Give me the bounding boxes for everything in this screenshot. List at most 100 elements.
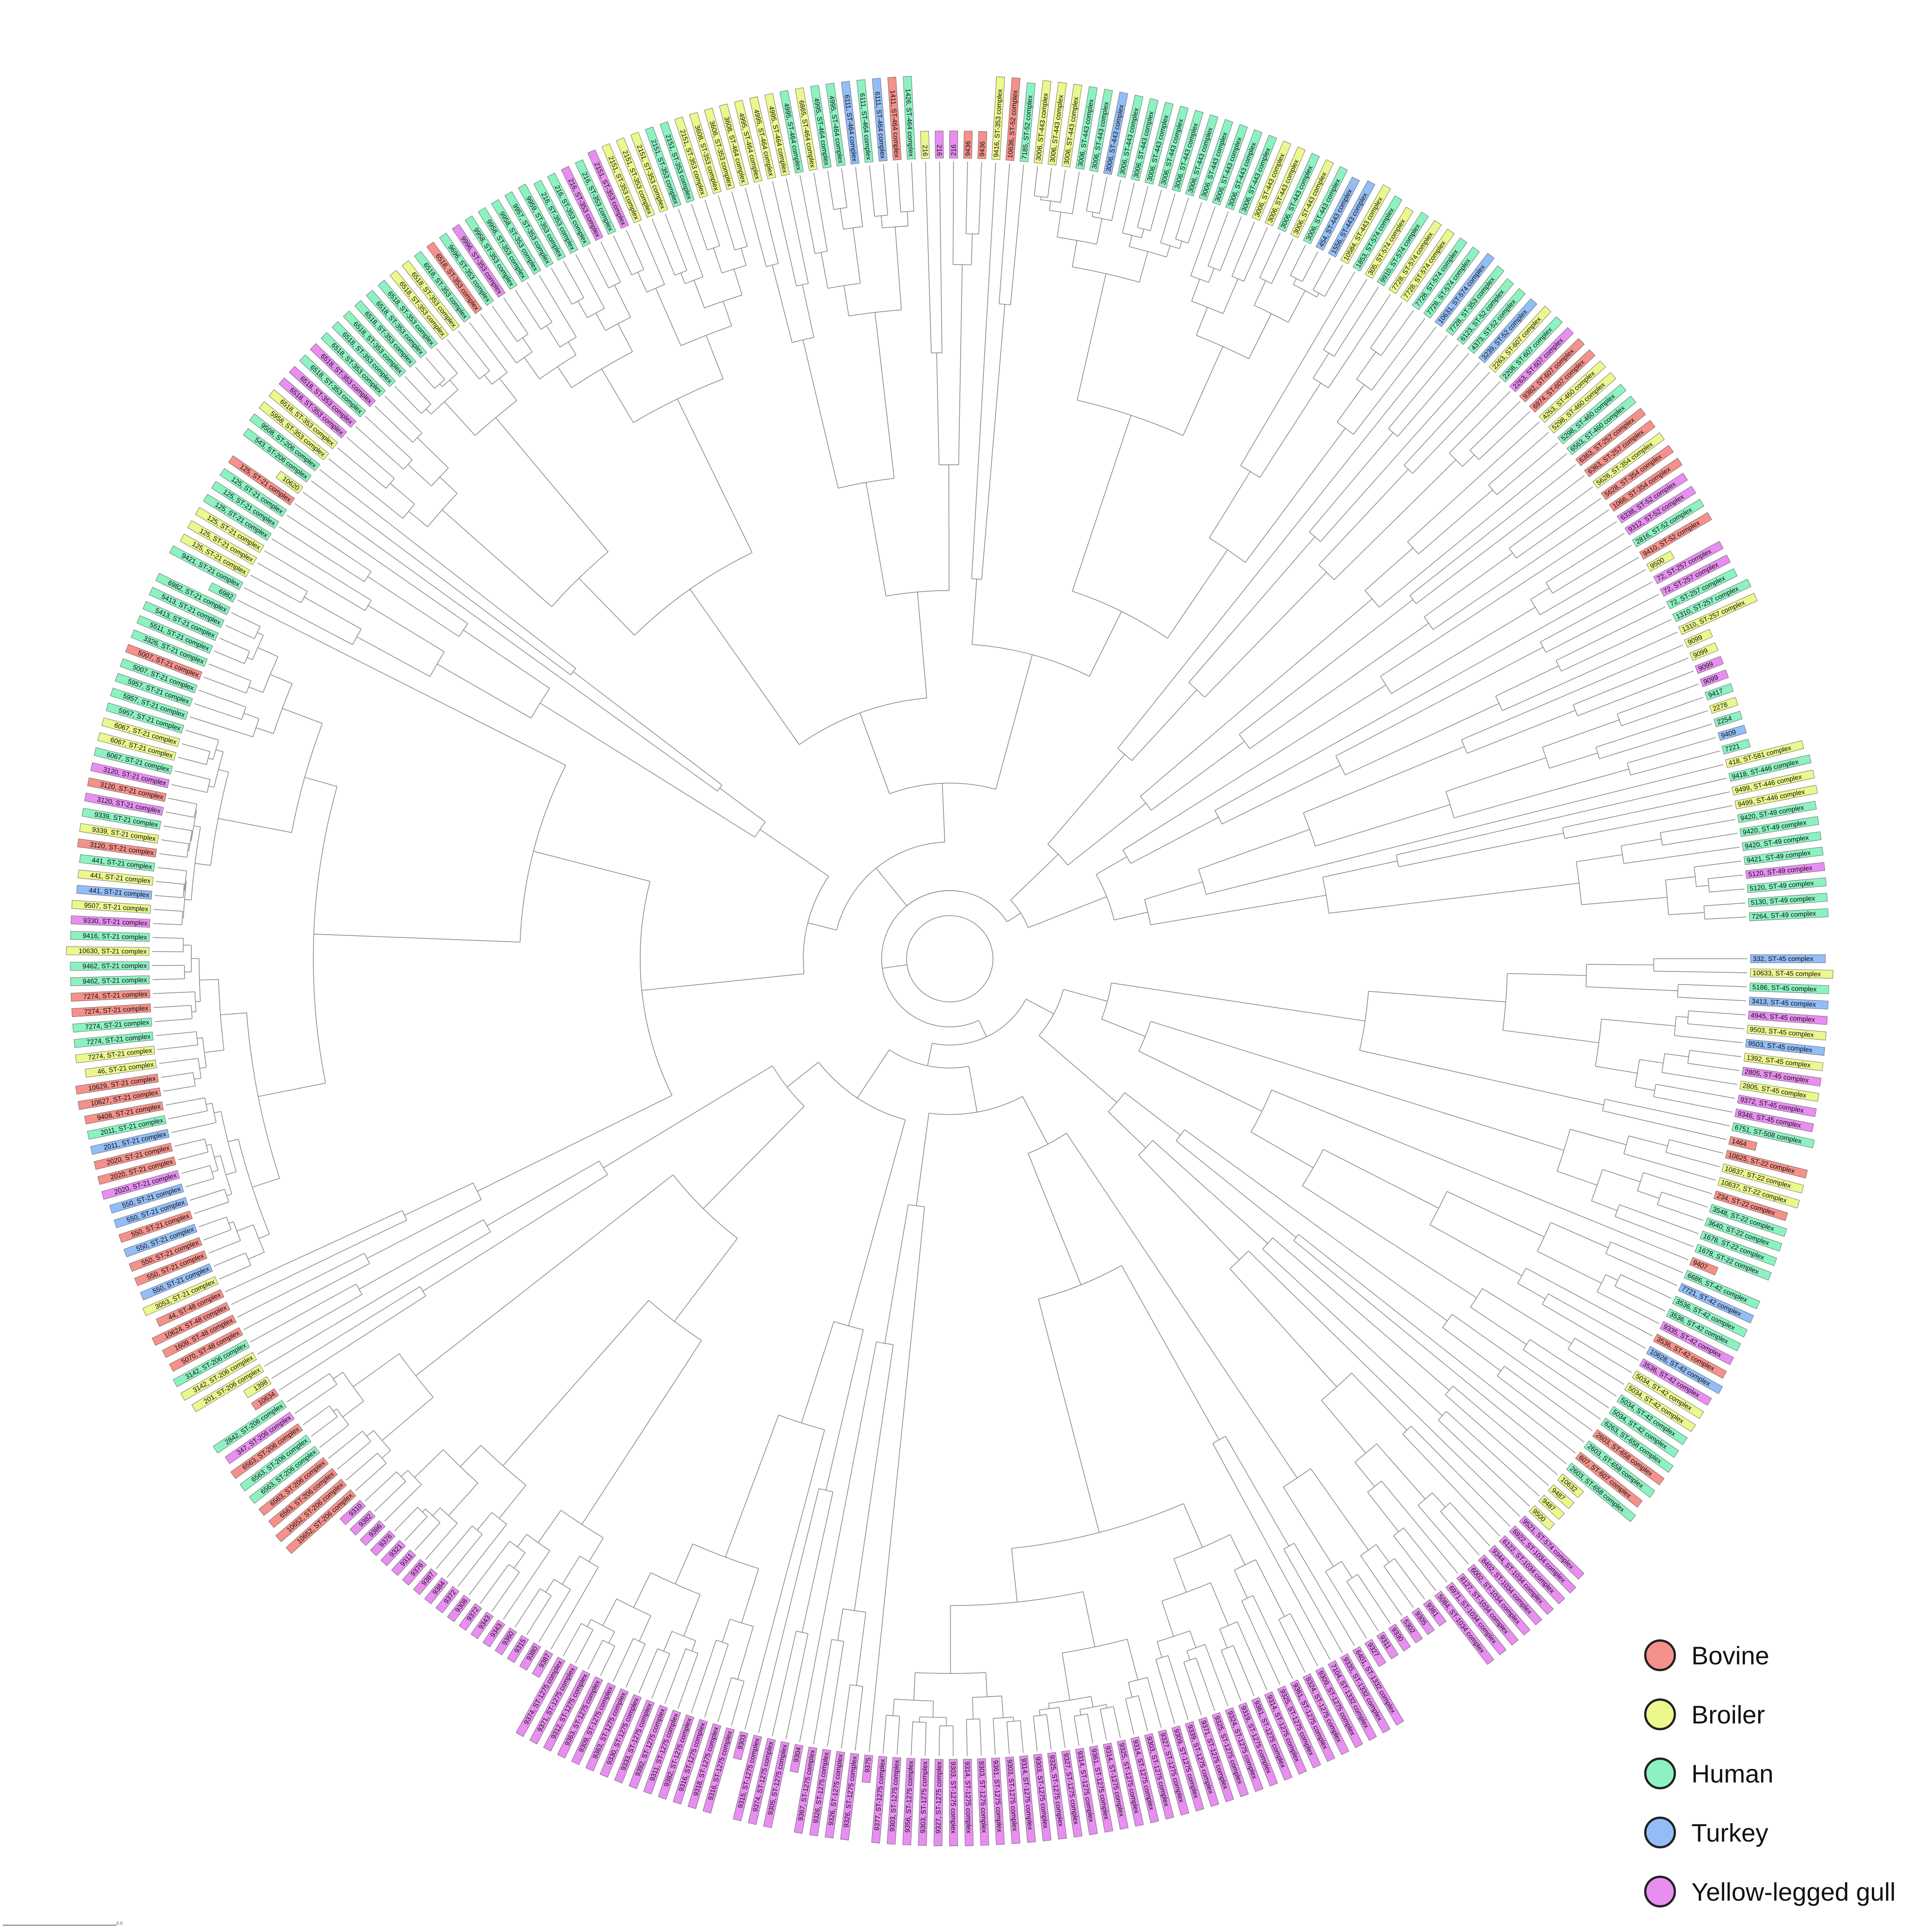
tree-branch [163, 1086, 195, 1092]
tree-branch [258, 1082, 326, 1097]
leaf-host-box [1601, 445, 1674, 500]
leaf-host-box [1376, 1631, 1399, 1659]
tree-branch [575, 1629, 593, 1663]
tree-branch [154, 909, 183, 912]
leaf-host-box [1062, 84, 1082, 168]
tree-branch [1496, 442, 1558, 495]
tree-branch [319, 1424, 349, 1448]
tree-branch [1502, 632, 1678, 711]
legend-item-turkey: Turkey [1644, 1803, 1899, 1862]
tree-branch [1173, 1559, 1187, 1593]
leaf-host-box [1225, 1707, 1264, 1792]
tree-branch [1010, 854, 1059, 901]
tree-branch [706, 335, 723, 379]
leaf-host-box [1700, 1230, 1777, 1266]
tree-branch [1526, 1268, 1653, 1337]
tree-branch [346, 437, 395, 479]
leaf-host-box [1728, 1136, 1758, 1151]
leaf-host-box [70, 989, 150, 1002]
tree-branch [995, 654, 1033, 790]
tree-branch [1328, 882, 1580, 914]
leaf-text: 9436 [964, 141, 972, 156]
leaf-label: 1426, ST-464 complex [903, 76, 916, 159]
leaf-host-box [1340, 1653, 1391, 1733]
tree-branch [1167, 1655, 1189, 1720]
leaf-host-box [180, 533, 250, 578]
tree-branch [244, 587, 353, 645]
tree-branch [841, 169, 848, 208]
leaf-host-box [118, 1210, 193, 1243]
leaf-host-box [1212, 124, 1248, 205]
tree-branch [491, 1572, 520, 1612]
tree-branch [886, 590, 949, 597]
tree-branch [1606, 1274, 1618, 1281]
tree-branch [1323, 279, 1367, 350]
tree-branch [1077, 274, 1107, 400]
leaf-label: 3006, ST-443 complex [1033, 80, 1052, 164]
tree-branch [337, 447, 386, 489]
tree-branch [1048, 1703, 1050, 1709]
tree-branch [1619, 1204, 1699, 1234]
tree-branch [1676, 1016, 1688, 1018]
leaf-host-box [1684, 1270, 1760, 1310]
tree-branch [231, 1220, 407, 1305]
tree-branch [214, 1111, 221, 1114]
tree-branch [181, 1165, 210, 1174]
tree-branch [458, 1524, 507, 1587]
tree-branch [1397, 353, 1469, 437]
tree-branch [522, 337, 533, 352]
tree-branch [925, 161, 932, 353]
tree-branch [1114, 911, 1148, 921]
tree-branch [304, 597, 362, 630]
tree-branch [1351, 1373, 1407, 1431]
tree-branch [618, 324, 633, 352]
tree-branch [1302, 1185, 1477, 1299]
tree-branch [257, 647, 279, 657]
leaf-host-box [1171, 1725, 1204, 1812]
tree-branch [655, 288, 682, 346]
tree-branch [853, 228, 861, 284]
tree-branch [1391, 607, 1536, 694]
tree-branch [837, 1608, 843, 1641]
tree-branch [374, 1481, 406, 1512]
tree-branch [1196, 1658, 1215, 1711]
leaf-label: 9314, ST-1275 complex [963, 1758, 974, 1846]
leaf-text: 9421, ST-49 complex [1746, 849, 1811, 864]
tree-branch [1495, 665, 1559, 697]
tree-branch [469, 322, 508, 373]
tree-branch [1082, 1591, 1096, 1647]
tree-branch [664, 214, 688, 271]
tree-branch [1548, 1293, 1646, 1349]
tree-branch [247, 657, 253, 660]
leaf-label: 7274, ST-21 complex [71, 1003, 151, 1017]
leaf-host-box [734, 100, 763, 183]
tree-branch [178, 757, 207, 765]
leaf-host-box [963, 1758, 974, 1846]
leaf-host-box [1695, 1244, 1772, 1281]
leaf-host-box [109, 1184, 184, 1214]
tree-branch [313, 786, 338, 1083]
leaf-text: 9326, ST-1275 complex [827, 1753, 844, 1826]
leaf-host-box [1364, 1638, 1386, 1667]
leaf-host-box [1666, 568, 1738, 609]
leaf-label: 9462, ST-21 complex [70, 961, 150, 971]
tree-branch [588, 1538, 604, 1562]
leaf-host-box [645, 126, 682, 208]
leaf-host-box [1684, 629, 1713, 648]
leaf-host-box [142, 1276, 219, 1316]
leaf-host-box [1566, 396, 1636, 455]
tree-branch [270, 674, 293, 684]
tree-branch [1570, 1129, 1626, 1145]
leaf-host-box [825, 83, 846, 166]
tree-branch [1241, 1600, 1281, 1685]
leaf-host-box [1737, 801, 1817, 823]
tree-branch [1689, 1050, 1741, 1057]
tree-branch [1602, 1110, 1727, 1140]
leaf-host-box [72, 1017, 152, 1033]
leaf-host-box [78, 1087, 161, 1110]
leaf-label: 46, ST-21 complex [85, 1060, 157, 1078]
tree-branch [1496, 1375, 1585, 1443]
leaf-host-box [79, 823, 159, 844]
tree-branch [1709, 888, 1745, 893]
leaf-label: 1464 [1728, 1136, 1758, 1151]
